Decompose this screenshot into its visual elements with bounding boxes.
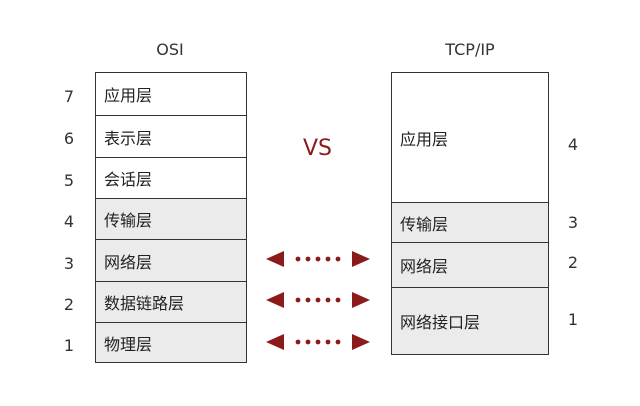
layer-label: 传输层 xyxy=(104,211,153,230)
osi-layer-number: 6 xyxy=(63,129,75,148)
data-link-arrow xyxy=(266,292,370,308)
tcpip-stack: 应用层 传输层 网络层 网络接口层 xyxy=(391,72,549,355)
osi-layer-number: 1 xyxy=(63,336,75,355)
layer-label: 物理层 xyxy=(104,334,153,354)
physical-arrow xyxy=(266,334,370,350)
tcpip-layer-transport: 传输层 xyxy=(392,202,548,242)
tcpip-layer-application: 应用层 xyxy=(392,73,548,202)
osi-layer-physical: 物理层 xyxy=(96,322,246,362)
tcpip-layer-number: 4 xyxy=(567,135,579,154)
osi-heading: OSI xyxy=(156,40,184,59)
osi-layer-number: 7 xyxy=(63,87,75,106)
osi-layer-number: 3 xyxy=(63,254,75,273)
osi-layer-number: 4 xyxy=(63,212,75,231)
layer-label: 会话层 xyxy=(104,170,153,189)
layer-label: 网络层 xyxy=(104,252,153,272)
layer-label: 网络接口层 xyxy=(400,313,481,332)
tcpip-layer-number: 1 xyxy=(567,310,579,329)
osi-stack: 应用层 表示层 会话层 传输层 网络层 数据链路层 物理层 xyxy=(95,72,247,363)
osi-layer-number: 2 xyxy=(63,295,75,314)
layer-label: 传输层 xyxy=(400,214,449,234)
osi-layer-transport: 传输层 xyxy=(96,198,246,239)
network-layer-arrow xyxy=(266,251,370,267)
layer-label: 应用层 xyxy=(104,86,153,105)
osi-layer-data-link: 数据链路层 xyxy=(96,281,246,322)
tcpip-layer-number: 3 xyxy=(567,213,579,232)
osi-layer-presentation: 表示层 xyxy=(96,115,246,157)
layer-label: 表示层 xyxy=(104,128,153,148)
osi-layer-number: 5 xyxy=(63,171,75,190)
vs-label: VS xyxy=(303,136,333,161)
osi-layer-network: 网络层 xyxy=(96,239,246,281)
layer-label: 应用层 xyxy=(400,129,449,149)
osi-layer-session: 会话层 xyxy=(96,157,246,198)
tcpip-layer-number: 2 xyxy=(567,253,579,272)
layer-label: 网络层 xyxy=(400,257,449,276)
layer-label: 数据链路层 xyxy=(104,294,185,313)
tcpip-heading: TCP/IP xyxy=(445,40,495,59)
tcpip-layer-network: 网络层 xyxy=(392,242,548,287)
tcpip-layer-link: 网络接口层 xyxy=(392,287,548,354)
osi-layer-application: 应用层 xyxy=(96,73,246,115)
